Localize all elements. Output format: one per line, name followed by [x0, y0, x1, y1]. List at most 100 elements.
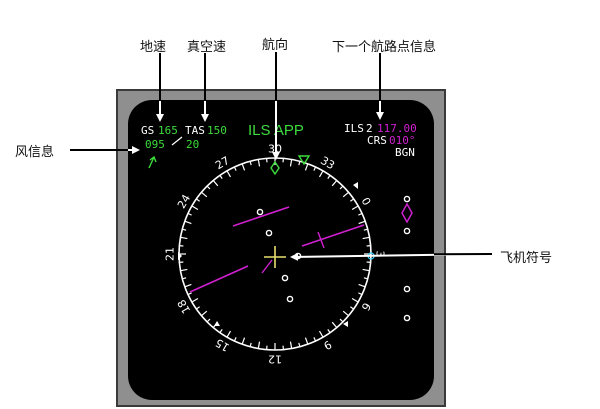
compass-tick	[304, 163, 309, 171]
gs-value: 165	[158, 124, 178, 137]
waypoint	[403, 195, 411, 203]
compass-marker-bottom-right	[343, 321, 348, 327]
compass-tick	[249, 342, 252, 347]
compass-tick	[249, 161, 252, 166]
compass-tick	[331, 180, 338, 187]
true-airspeed-callout: 真空速	[187, 40, 227, 55]
compass-tick	[206, 318, 211, 323]
compass-tick	[350, 198, 354, 202]
waypoints	[256, 195, 411, 322]
compass-label: 12	[268, 353, 282, 366]
compass-tick	[241, 163, 246, 171]
compass-marker-left	[178, 252, 182, 260]
compass-tick	[358, 220, 366, 225]
tas-value: 150	[207, 124, 227, 137]
wind-arrow-icon	[148, 155, 157, 169]
compass-tick	[184, 220, 192, 225]
compass-tick	[257, 159, 261, 167]
compass-tick	[257, 341, 261, 349]
compass-tick	[233, 337, 237, 342]
compass-tick	[191, 205, 199, 211]
compass-tick	[304, 337, 309, 345]
compass-tick	[358, 212, 363, 216]
compass-tick	[318, 330, 324, 338]
compass-label: 21	[164, 247, 177, 261]
compass-ticks	[179, 158, 371, 350]
waypoint	[403, 227, 411, 235]
aircraft-symbol-callout: 飞机符号	[500, 251, 553, 266]
compass-label: 24	[175, 192, 193, 211]
crs-value: 010°	[389, 134, 416, 147]
ils-label: ILS	[344, 122, 364, 135]
compass-tick	[298, 342, 301, 347]
compass-label: 15	[213, 336, 232, 354]
wind-speed: 20	[186, 138, 199, 151]
compass-tick	[358, 292, 363, 296]
compass-tick	[187, 292, 192, 296]
waypoint	[265, 229, 273, 237]
localizer-crossbar	[317, 231, 325, 249]
course-line-top	[232, 206, 290, 227]
heading-callout: 航向	[262, 38, 289, 53]
compass-tick	[339, 318, 344, 323]
compass-tick	[184, 283, 192, 288]
compass-tick	[206, 185, 211, 190]
compass-tick	[212, 180, 219, 187]
compass-tick	[351, 297, 359, 303]
compass-tick	[327, 329, 331, 333]
compass-tick	[187, 212, 192, 216]
station-id: BGN	[395, 146, 415, 159]
compass-tick	[362, 268, 370, 272]
ground-speed-callout: 地速	[140, 40, 167, 55]
compass-tick	[219, 175, 223, 179]
compass-tick	[182, 277, 187, 280]
compass-tick	[350, 306, 354, 310]
compass-tick	[180, 236, 188, 240]
compass-marker-bottom-left	[214, 321, 220, 326]
compass-tick	[196, 306, 200, 310]
compass-tick	[219, 329, 223, 333]
waypoint	[403, 285, 411, 293]
compass-marker-right-upper	[353, 182, 358, 189]
compass-label: 9	[321, 338, 334, 353]
compass-label: 33	[318, 154, 337, 172]
compass-tick	[196, 198, 200, 202]
compass-tick	[351, 205, 359, 211]
compass-tick	[226, 330, 232, 338]
compass-label: 0	[359, 195, 374, 208]
compass-tick	[233, 166, 237, 171]
compass-tick	[318, 170, 324, 178]
crs-label: CRS	[367, 134, 387, 147]
wind-info-callout: 风信息	[15, 145, 55, 160]
selected-heading-bug	[297, 155, 311, 166]
ils-number: 2	[366, 122, 373, 135]
heading-lubber-diamond	[270, 160, 280, 176]
compass-tick	[327, 175, 331, 179]
compass-tick	[289, 341, 293, 349]
compass-tick	[362, 236, 370, 240]
compass-tick	[363, 277, 368, 280]
waypoint	[256, 208, 264, 216]
aircraft-symbol	[264, 246, 286, 268]
compass-tick	[201, 191, 208, 198]
course-line-bottom	[189, 265, 249, 293]
compass-tick	[363, 228, 368, 231]
compass-tick	[298, 161, 301, 166]
wind-direction: 095	[145, 138, 165, 151]
wind-separator	[171, 136, 183, 146]
compass-tick	[313, 337, 317, 342]
compass-tick	[226, 170, 232, 178]
bearing-pointer	[261, 259, 273, 274]
compass-tick	[191, 297, 199, 303]
compass-tick	[201, 310, 208, 317]
compass-tick	[342, 310, 349, 317]
glideslope-diamond	[401, 202, 413, 224]
compass-tick	[342, 191, 349, 198]
compass-tick	[241, 337, 246, 345]
gs-label: GS	[141, 124, 154, 137]
compass-tick	[180, 268, 188, 272]
compass-tick	[313, 166, 317, 171]
next-waypoint-callout: 下一个航路点信息	[332, 40, 437, 55]
